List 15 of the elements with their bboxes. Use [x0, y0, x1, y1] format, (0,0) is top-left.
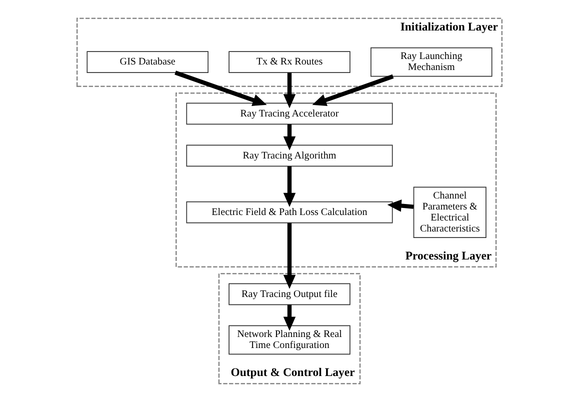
arrow [283, 72, 296, 108]
node-box: Channel Parameters & Electrical Characteristics [413, 186, 486, 238]
node-box: Ray Tracing Output file [228, 283, 350, 306]
arrow [283, 223, 296, 289]
node-box: Ray Tracing Algorithm [186, 144, 393, 167]
arrow [283, 166, 296, 207]
node-box: Tx & Rx Routes [228, 51, 350, 73]
node-box: GIS Database [86, 51, 208, 73]
node-box: Electric Field & Path Loss Calculation [186, 201, 393, 224]
node-box: Network Planning & Real Time Configuration [228, 325, 350, 355]
arrow [387, 200, 414, 212]
node-box: Ray Launching Mechanism [370, 47, 492, 77]
arrow [283, 124, 296, 150]
node-box: Ray Tracing Accelerator [186, 102, 393, 125]
arrow [283, 304, 296, 331]
